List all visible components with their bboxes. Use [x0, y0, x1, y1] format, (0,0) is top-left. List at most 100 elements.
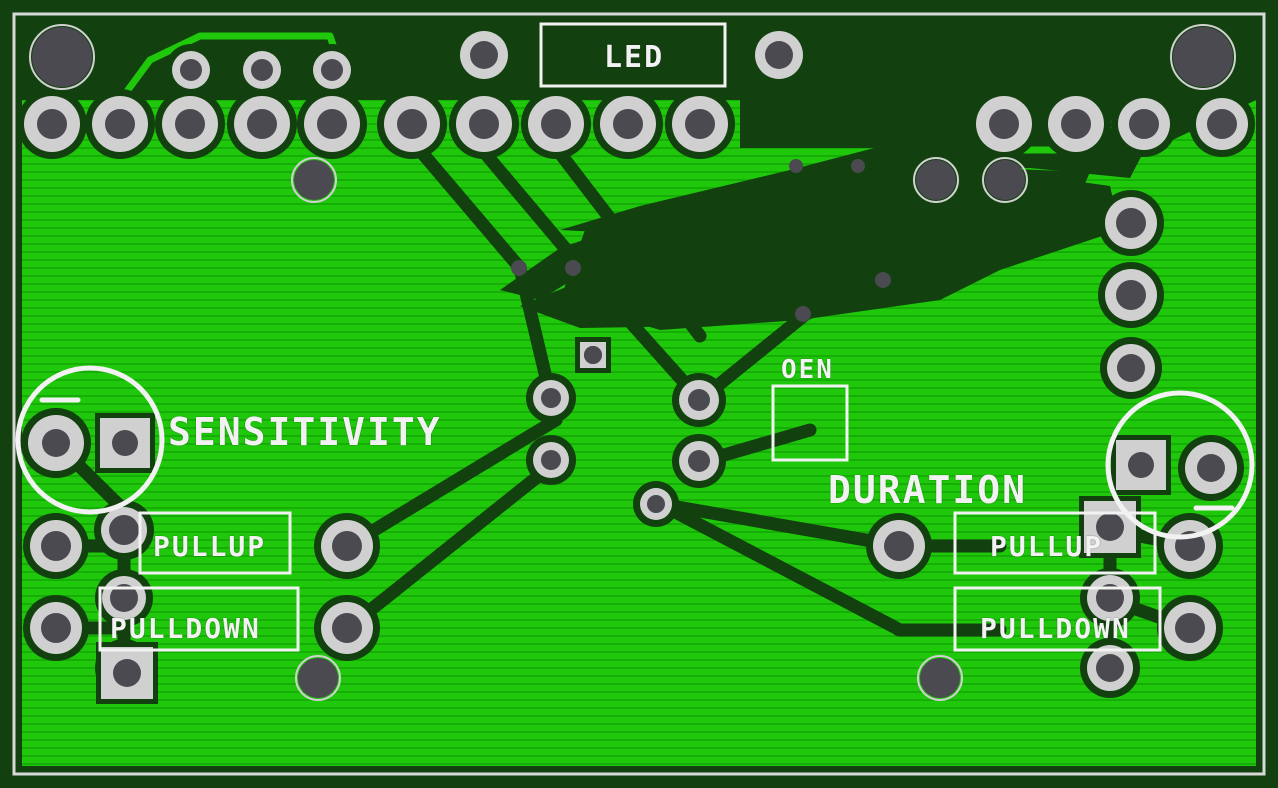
pad-J2-2[interactable]	[1041, 89, 1111, 159]
pad-hole	[1207, 109, 1237, 139]
pad-C4[interactable]	[672, 434, 726, 488]
pad-hole	[1096, 654, 1124, 682]
pad-C8[interactable]	[866, 513, 932, 579]
pad-S4[interactable]	[1079, 496, 1141, 558]
pad-hole	[1128, 452, 1154, 478]
pad-J1-10[interactable]	[665, 89, 735, 159]
mounting-hole-MH2[interactable]	[1170, 24, 1236, 90]
pad-L5[interactable]	[95, 569, 153, 627]
pad-C3[interactable]	[672, 373, 726, 427]
pad-L3[interactable]	[23, 595, 89, 661]
pad-hole	[321, 59, 343, 81]
pad-hole	[113, 659, 141, 687]
pad-U1-d[interactable]	[453, 24, 515, 86]
pad-G6[interactable]	[1080, 638, 1140, 698]
pad-G2[interactable]	[1157, 513, 1223, 579]
pad-hole	[469, 109, 499, 139]
pad-hole	[1096, 584, 1124, 612]
pad-C2[interactable]	[526, 435, 576, 485]
pad-hole	[317, 109, 347, 139]
pad-L2[interactable]	[23, 513, 89, 579]
pad-hole	[884, 531, 914, 561]
hole-outline	[29, 24, 95, 90]
pad-U1-e[interactable]	[748, 24, 810, 86]
hole-bore	[1173, 27, 1233, 87]
hole-bore	[32, 27, 92, 87]
pad-hole	[765, 41, 793, 69]
pad-S3[interactable]	[1111, 435, 1171, 495]
pad-J1-9[interactable]	[593, 89, 663, 159]
via-V4[interactable]	[295, 655, 341, 701]
via-outline	[917, 655, 963, 701]
pad-J1-6[interactable]	[377, 89, 447, 159]
pad-S2[interactable]	[96, 642, 158, 704]
pad-hole	[541, 388, 561, 408]
via-outline	[295, 655, 341, 701]
pad-hole	[1175, 613, 1205, 643]
silk-duration-pin1-marker	[1105, 390, 1255, 540]
via-bore	[294, 160, 334, 200]
pad-hole	[180, 59, 202, 81]
micro-via-MV5[interactable]	[795, 306, 811, 322]
pad-J2-3[interactable]	[1111, 91, 1177, 157]
pad-R1[interactable]	[1098, 190, 1164, 256]
hole-outline	[1170, 24, 1236, 90]
pad-hole	[1061, 109, 1091, 139]
pad-hole	[647, 495, 665, 513]
via-bore	[985, 160, 1025, 200]
via-V2[interactable]	[913, 157, 959, 203]
pad-J1-5[interactable]	[297, 89, 367, 159]
pad-hole	[613, 109, 643, 139]
pad-C1[interactable]	[526, 373, 576, 423]
via-V3[interactable]	[982, 157, 1028, 203]
via-outline	[581, 343, 605, 367]
pad-hole	[109, 515, 139, 545]
pad-C7[interactable]	[314, 595, 380, 661]
pad-U1-a[interactable]	[165, 44, 217, 96]
pad-hole	[470, 41, 498, 69]
pads-layer	[17, 24, 1255, 704]
micro-via-MV2[interactable]	[565, 260, 581, 276]
pad-J1-7[interactable]	[449, 89, 519, 159]
pad-J1-1[interactable]	[17, 89, 87, 159]
pad-J1-8[interactable]	[521, 89, 591, 159]
pad-hole	[332, 613, 362, 643]
pad-U1-c[interactable]	[306, 44, 358, 96]
pad-L1[interactable]	[21, 408, 91, 478]
pad-G5[interactable]	[1080, 568, 1140, 628]
pad-S1[interactable]	[95, 413, 155, 473]
pad-J2-4[interactable]	[1189, 91, 1255, 157]
pad-G1[interactable]	[1178, 435, 1244, 501]
via-V6[interactable]	[581, 343, 605, 367]
board-outline	[12, 12, 1266, 776]
silk-sensitivity-pin1-marker	[15, 365, 165, 515]
pad-hole	[37, 109, 67, 139]
pad-C5[interactable]	[633, 481, 679, 527]
via-outline	[913, 157, 959, 203]
via-V5[interactable]	[917, 655, 963, 701]
pad-U1-b[interactable]	[236, 44, 288, 96]
pad-hole	[1116, 280, 1146, 310]
pad-J1-2[interactable]	[85, 89, 155, 159]
pad-hole	[688, 389, 710, 411]
pad-C6[interactable]	[314, 513, 380, 579]
pad-hole	[247, 109, 277, 139]
pad-G3[interactable]	[1157, 595, 1223, 661]
micro-via-MV4[interactable]	[851, 159, 865, 173]
pad-R3[interactable]	[1100, 337, 1162, 399]
pad-J1-3[interactable]	[155, 89, 225, 159]
pad-hole	[105, 109, 135, 139]
via-V1[interactable]	[291, 157, 337, 203]
micro-via-MV6[interactable]	[875, 272, 891, 288]
silkscreen-boxes	[98, 22, 1162, 652]
pad-J2-1[interactable]	[969, 89, 1039, 159]
micro-via-MV1[interactable]	[511, 260, 527, 276]
pad-J1-4[interactable]	[227, 89, 297, 159]
via-bore	[584, 346, 602, 364]
mounting-hole-MH1[interactable]	[29, 24, 95, 90]
micro-via-MV3[interactable]	[789, 159, 803, 173]
pad-hole	[1096, 513, 1124, 541]
pad-R2[interactable]	[1098, 262, 1164, 328]
